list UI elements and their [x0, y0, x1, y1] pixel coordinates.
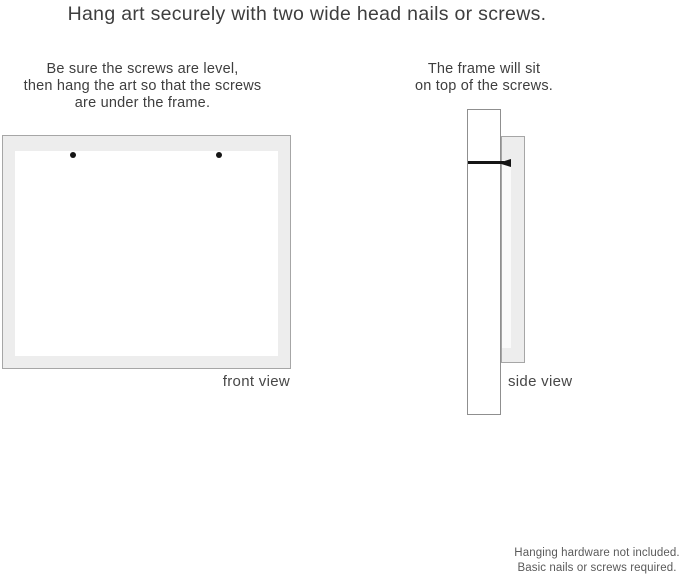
side-view-mat-profile	[502, 160, 511, 348]
nail-head-icon	[498, 159, 511, 167]
front-view-mat	[15, 151, 278, 356]
front-view-frame	[2, 135, 291, 369]
disclaimer-line: Basic nails or screws required.	[517, 562, 677, 574]
side-view-instruction-line: The frame will sit	[427, 61, 541, 77]
disclaimer-line: Hanging hardware not included.	[514, 547, 679, 559]
nail-dot-right-icon	[216, 152, 222, 158]
side-view-instructions: The frame will sit on top of the screws.	[385, 61, 583, 95]
front-view-instructions: Be sure the screws are level, then hang …	[20, 61, 265, 112]
page-title: Hang art securely with two wide head nai…	[67, 3, 547, 25]
front-view-label: front view	[222, 373, 290, 390]
side-view-instruction-line: on top of the screws.	[415, 78, 553, 94]
front-view-instruction-line: are under the frame.	[74, 95, 211, 111]
hardware-disclaimer: Hanging hardware not included. Basic nai…	[497, 546, 679, 576]
side-view-wall-strip	[467, 109, 501, 415]
side-view-label: side view	[508, 373, 573, 390]
nail-dot-left-icon	[70, 152, 76, 158]
front-view-instruction-line: then hang the art so that the screws	[23, 78, 262, 94]
nail-shaft-icon	[468, 161, 504, 164]
front-view-instruction-line: Be sure the screws are level,	[46, 61, 239, 77]
